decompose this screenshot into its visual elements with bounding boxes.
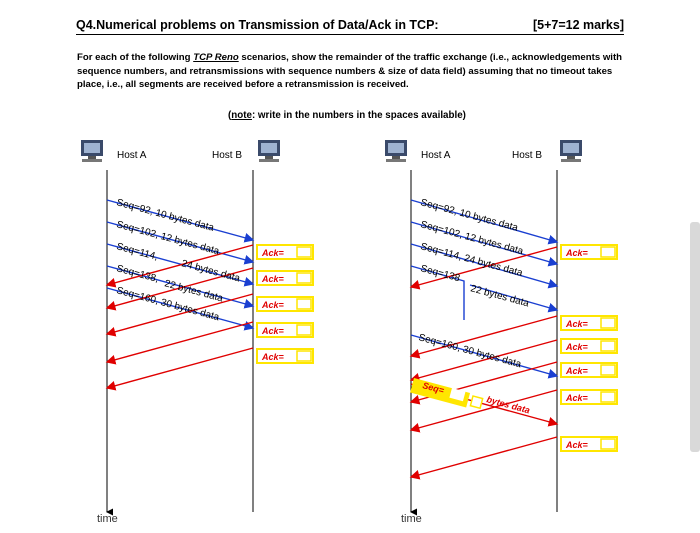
ack-input[interactable]: [600, 391, 616, 403]
ack-field[interactable]: Ack=: [560, 315, 618, 331]
svg-text:Ack=: Ack=: [261, 300, 285, 310]
ack-field[interactable]: Ack=: [256, 348, 314, 364]
ack-field[interactable]: Ack=: [256, 244, 314, 260]
ack-field[interactable]: Ack=: [256, 270, 314, 286]
time-label: time: [97, 513, 118, 525]
computer-icon: [560, 140, 582, 162]
seq-input[interactable]: [449, 388, 466, 402]
ack-input[interactable]: [600, 340, 616, 352]
ack-input[interactable]: [600, 317, 616, 329]
svg-text:Ack=: Ack=: [565, 393, 589, 403]
retransmission-seq-field[interactable]: Seq=: [410, 378, 471, 408]
question-title: Q4.Numerical problems on Transmission of…: [76, 18, 439, 32]
instructions-before: For each of the following: [77, 52, 194, 63]
scrollbar[interactable]: [690, 222, 700, 452]
ack-input[interactable]: [600, 438, 616, 450]
ack-field[interactable]: Ack=: [560, 389, 618, 405]
ack-field[interactable]: Ack=: [256, 296, 314, 312]
ack-field[interactable]: Ack=: [560, 338, 618, 354]
segment-label: 22 bytes data: [469, 283, 530, 309]
ack-input[interactable]: [600, 246, 616, 258]
note-open: (: [228, 110, 232, 121]
ack-input[interactable]: [296, 324, 312, 336]
ack-input[interactable]: [600, 364, 616, 376]
svg-text:Ack=: Ack=: [565, 319, 589, 329]
ack-input[interactable]: [296, 350, 312, 362]
host-b-label: Host B: [212, 150, 242, 161]
instructions-after: scenarios, show the remainder of the tra…: [77, 52, 623, 90]
svg-text:Ack=: Ack=: [261, 326, 285, 336]
note: (note: write in the numbers in the space…: [228, 110, 466, 121]
left-diagram: Host A Host B Seq=92, 10 bytes data Seq=…: [81, 140, 314, 525]
svg-text:Ack=: Ack=: [261, 274, 285, 284]
question-marks: [5+7=12 marks]: [532, 18, 624, 32]
svg-text:Ack=: Ack=: [261, 248, 285, 258]
segment-label: 24 bytes data: [180, 258, 241, 284]
segment-label: Seq=160, 30 bytes data: [417, 332, 523, 370]
ack-input[interactable]: [296, 272, 312, 284]
segment-label: Seq=114,: [115, 241, 159, 263]
bytes-input[interactable]: [469, 395, 484, 410]
right-diagram: Host A Host B Seq=92, 10 bytes: [385, 140, 618, 525]
ack-input[interactable]: [296, 246, 312, 258]
host-b-label: Host B: [512, 150, 542, 161]
computer-icon: [81, 140, 103, 162]
ack-field[interactable]: Ack=: [560, 436, 618, 452]
instructions: For each of the following TCP Reno scena…: [77, 51, 637, 92]
note-label: note: [231, 110, 252, 121]
computer-icon: [258, 140, 280, 162]
host-a-label: Host A: [421, 150, 451, 161]
computer-icon: [385, 140, 407, 162]
host-a-label: Host A: [117, 150, 147, 161]
note-rest: : write in the numbers in the spaces ava…: [251, 110, 466, 121]
svg-text:Ack=: Ack=: [261, 352, 285, 362]
tcp-reno-term: TCP Reno: [193, 52, 239, 63]
segment-label: Seq=138: [419, 263, 461, 284]
ack-field[interactable]: Ack=: [560, 244, 618, 260]
svg-text:Ack=: Ack=: [565, 248, 589, 258]
ack-field[interactable]: Ack=: [256, 322, 314, 338]
svg-text:Ack=: Ack=: [565, 440, 589, 450]
question-header: Q4.Numerical problems on Transmission of…: [76, 18, 624, 35]
ack-field[interactable]: Ack=: [560, 362, 618, 378]
svg-text:Ack=: Ack=: [565, 366, 589, 376]
svg-text:Ack=: Ack=: [565, 342, 589, 352]
time-label: time: [401, 513, 422, 525]
segment-label: Seq=138,: [115, 263, 159, 285]
retransmission-bytes-label: bytes data: [485, 394, 531, 415]
ack-input[interactable]: [296, 298, 312, 310]
